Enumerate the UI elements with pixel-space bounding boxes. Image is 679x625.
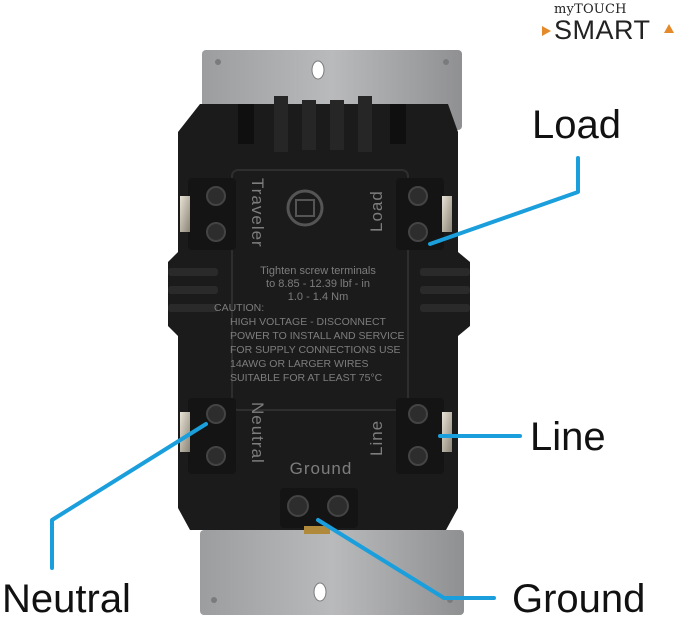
brand-prefix: my — [554, 2, 575, 17]
caution-line-1: HIGH VOLTAGE - DISCONNECT — [230, 316, 387, 328]
ground-terminal — [280, 488, 358, 534]
terminal-label-neutral: Neutral — [248, 402, 267, 464]
switch-housing — [168, 96, 470, 530]
load-callout-line — [428, 156, 580, 246]
ground-screw — [304, 526, 330, 534]
bottom-mounting-plate — [200, 530, 464, 615]
caution-line-4: 14AWG OR LARGER WIRES — [230, 358, 368, 370]
load-terminal — [396, 178, 452, 250]
caution-title: CAUTION: — [214, 302, 264, 314]
brand-logo: myTOUCH SMART — [540, 2, 676, 46]
screw — [442, 412, 452, 452]
ground-callout-line — [316, 518, 496, 600]
ground-callout-label: Ground — [512, 577, 646, 621]
line-terminal — [396, 398, 452, 474]
triangle-up-icon — [664, 24, 674, 33]
terminal-label-ground: Ground — [290, 459, 353, 478]
certification-logo — [286, 189, 324, 227]
mounting-hole — [313, 582, 327, 602]
neutral-callout-label: Neutral — [2, 577, 131, 621]
mounting-hole — [311, 60, 325, 80]
traveler-terminal — [180, 178, 236, 250]
caution-line-3: FOR SUPPLY CONNECTIONS USE — [230, 344, 401, 356]
torque-text-2: to 8.85 - 12.39 lbf - in — [266, 278, 370, 290]
triangle-left-icon — [542, 26, 551, 36]
terminal-label-load: Load — [367, 190, 386, 232]
terminal-label-line: Line — [367, 420, 386, 456]
caution-line-2: POWER TO INSTALL AND SERVICE — [230, 330, 404, 342]
neutral-callout-line — [50, 422, 208, 570]
load-callout-label: Load — [532, 103, 621, 147]
brand-top-line: myTOUCH — [554, 2, 627, 17]
torque-text-1: Tighten screw terminals — [260, 265, 376, 277]
torque-text-3: 1.0 - 1.4 Nm — [288, 291, 349, 303]
screw — [180, 412, 190, 452]
line-callout-label: Line — [530, 415, 606, 459]
terminal-label-traveler: Traveler — [248, 178, 267, 248]
neutral-terminal — [180, 398, 236, 474]
caution-line-5: SUITABLE FOR AT LEAST 75°C — [230, 372, 383, 384]
screw — [180, 196, 190, 232]
brand-main-line: SMART — [554, 15, 651, 45]
brand-line1: TOUCH — [574, 2, 627, 17]
screw — [442, 196, 452, 232]
